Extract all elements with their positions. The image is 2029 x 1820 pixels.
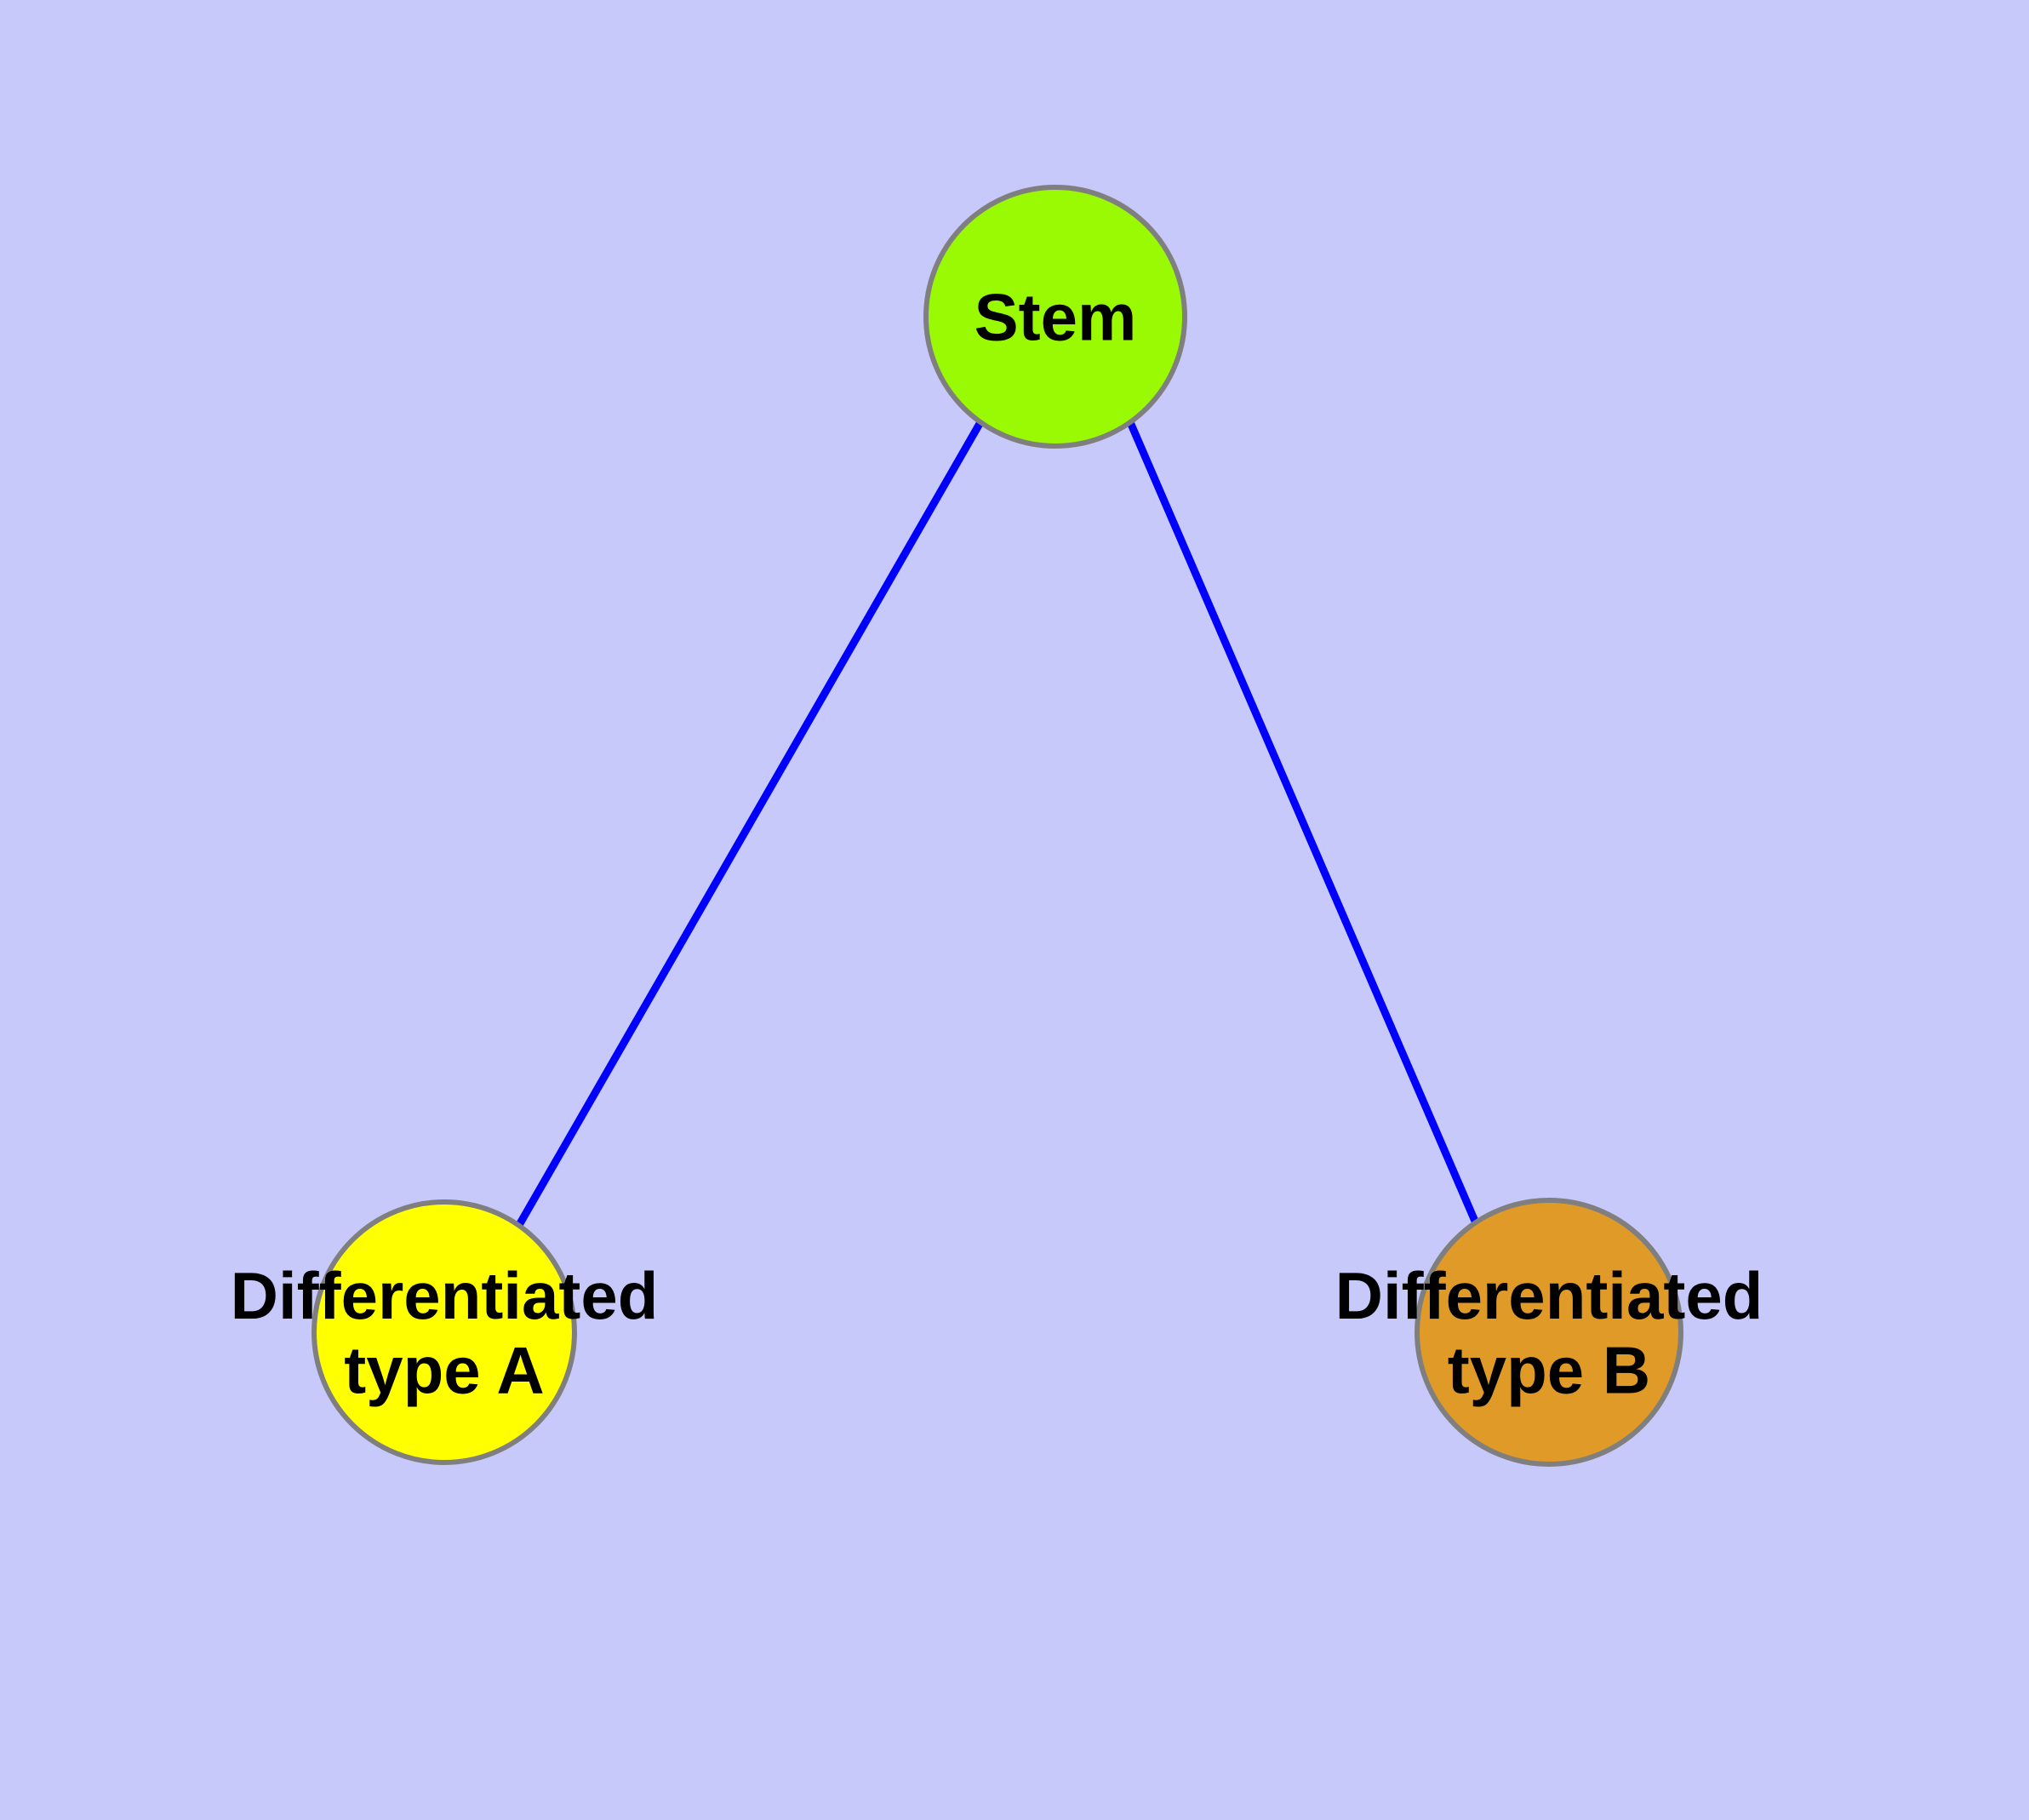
edge-stem-to-differentiated-type-b[interactable] (1126, 421, 1481, 1227)
node-stem-circle[interactable] (923, 185, 1187, 449)
node-label-line: Differentiated (231, 1258, 659, 1333)
node-label-line: Stem (974, 280, 1137, 355)
node-label-line: Differentiated (1335, 1258, 1763, 1333)
edge-stem-to-differentiated-type-a[interactable] (516, 420, 984, 1228)
edge-layer (516, 420, 1481, 1228)
node-label-line: type B (1448, 1332, 1650, 1407)
node-stem[interactable]: Stem (923, 185, 1187, 449)
node-label-line: type A (344, 1332, 545, 1407)
node-differentiated-type-a-circle[interactable] (311, 1199, 577, 1465)
node-stem-label: Stem (974, 280, 1137, 355)
node-differentiated-type-b-circle[interactable] (1415, 1198, 1683, 1467)
